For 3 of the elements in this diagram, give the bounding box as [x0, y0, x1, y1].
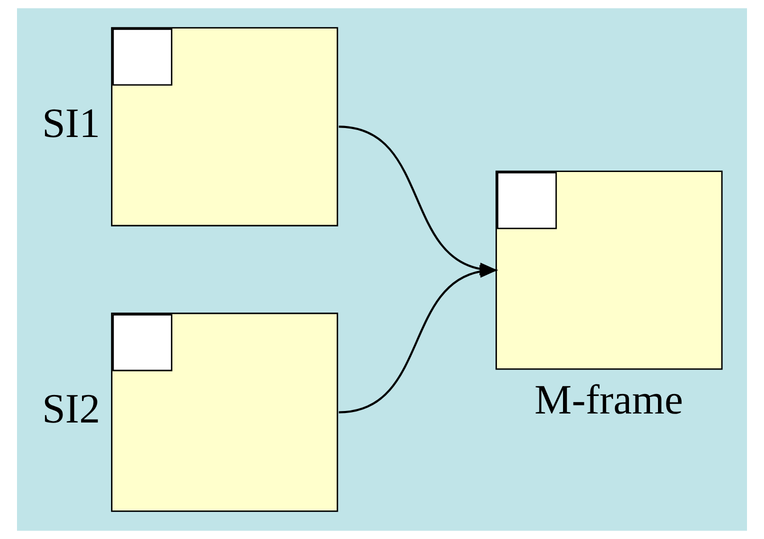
node-label: M-frame	[534, 378, 684, 424]
node-label: SI1	[42, 101, 100, 148]
node-label: SI2	[42, 386, 100, 433]
